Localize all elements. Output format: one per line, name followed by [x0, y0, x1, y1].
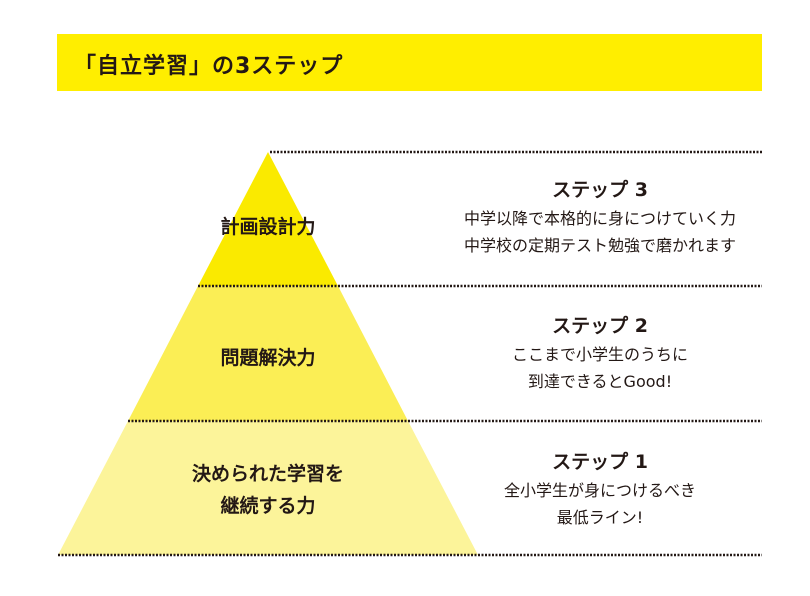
step-text: ここまで小学生のうちに: [511, 345, 688, 364]
step-text: 到達できるとGood!: [527, 372, 673, 391]
tier-label-line: 決められた学習を: [191, 463, 344, 485]
step-heading: ステップ 3: [552, 179, 648, 201]
pyramid-bottom-tier: [58, 421, 478, 555]
step-heading: ステップ 2: [552, 315, 648, 337]
step-text: 全小学生が身につけるべき: [503, 481, 696, 500]
tier-label-line: 継続する力: [220, 495, 316, 517]
title-banner: 「自立学習」の3ステップ: [57, 34, 762, 91]
pyramid-top-tier: [198, 152, 338, 286]
step-text: 最低ライン!: [556, 508, 644, 527]
step-heading: ステップ 1: [552, 451, 648, 473]
step-text: 中学以降で本格的に身につけていく力: [463, 209, 736, 228]
tier-label-continuation: 決められた学習を 継続する力: [118, 458, 418, 522]
step-1-description: ステップ 1 全小学生が身につけるべき 最低ライン!: [410, 447, 790, 531]
tier-label-planning: 計画設計力: [220, 216, 316, 238]
step-2-description: ステップ 2 ここまで小学生のうちに 到達できるとGood!: [410, 311, 790, 395]
tier-label-problem-solving: 問題解決力: [220, 347, 316, 369]
step-3-description: ステップ 3 中学以降で本格的に身につけていく力 中学校の定期テスト勉強で磨かれ…: [410, 175, 790, 259]
pyramid-middle-tier: [128, 286, 408, 421]
page-title: 「自立学習」の3ステップ: [74, 54, 344, 79]
step-text: 中学校の定期テスト勉強で磨かれます: [463, 236, 736, 255]
